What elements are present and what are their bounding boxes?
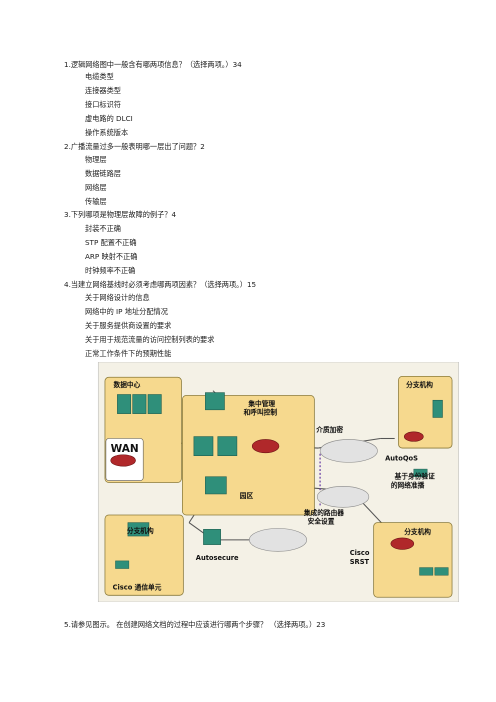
branch-top-zone: [398, 375, 453, 449]
router-icon: [251, 439, 280, 454]
network-diagram: 数据中心 集中管理和呼叫控制 分支机构 WAN 介质加密 AutoQoS 园区 …: [97, 362, 460, 602]
question-5: 5.请参见图示。 在创建网络文档的过程中应该进行哪两个步骤？ （选择两项。）23: [64, 620, 326, 629]
label-branch-left: 分支机构: [127, 526, 154, 535]
switch-icon: [205, 476, 227, 495]
label-campus: 园区: [240, 491, 254, 500]
question-3: 3.下列哪项是物理层故障的例子？4: [64, 210, 177, 219]
q3-option-2: STP 配置不正确: [85, 238, 137, 247]
label-datacenter: 数据中心: [114, 380, 141, 389]
q1-option-4: 虚电路的 DLCI: [85, 114, 133, 123]
q2-option-1: 物理层: [85, 155, 107, 164]
switch-icon: [217, 436, 238, 456]
q2-option-4: 传输层: [85, 197, 107, 206]
label-autosecure: Autosecure: [196, 554, 239, 562]
label-wan: WAN: [111, 443, 139, 455]
router-icon: [403, 431, 424, 442]
q4-option-3: 关于服务提供商设置的要求: [85, 321, 172, 330]
server-icon: [117, 394, 132, 414]
q1-option-5: 操作系统版本: [85, 128, 129, 137]
q4-option-1: 关于网络设计的信息: [85, 293, 150, 302]
q2-option-3: 网络层: [85, 183, 107, 192]
cloud-autosecure: [249, 528, 307, 552]
q4-option-4: 关于用于规范流量的访问控制列表的要求: [85, 335, 215, 344]
servers: [117, 394, 443, 418]
label-branch-top: 分支机构: [406, 380, 433, 389]
diagram-labels: 数据中心 集中管理和呼叫控制 分支机构 WAN 介质加密 AutoQoS 园区 …: [111, 380, 435, 592]
server-icon: [432, 399, 443, 418]
server-icon: [147, 394, 162, 414]
q1-option-1: 电缆类型: [85, 72, 114, 81]
phone-icon: [419, 567, 434, 576]
switches: [127, 392, 238, 545]
label-central: 集中管理和呼叫控制: [244, 399, 278, 417]
switch-icon: [205, 392, 225, 411]
q3-option-1: 封装不正确: [85, 224, 121, 233]
q1-option-3: 接口标识符: [85, 100, 121, 109]
label-identity: 基于身份验证的网络准播: [391, 472, 435, 490]
phone-icon: [115, 560, 130, 569]
label-media-encrypt: 介质加密: [315, 425, 343, 434]
question-2: 2.广播流量过多一般表明哪一层出了问题？2: [64, 142, 205, 151]
router-icon: [110, 454, 136, 467]
ip-phones: [115, 468, 449, 576]
q3-option-4: 时钟频率不正确: [85, 266, 136, 275]
label-cisco-unity: Cisco 通信单元: [113, 583, 162, 592]
branch-left-zone: [104, 514, 184, 596]
q2-option-2: 数据链路层: [85, 169, 121, 178]
cloud-media-encrypt: [319, 439, 378, 463]
q4-option-2: 网络中的 IP 地址分配情况: [85, 307, 168, 316]
clouds: [249, 439, 378, 552]
label-integrated: 集成的路由器安全设置: [303, 508, 344, 526]
phone-icon: [434, 567, 449, 576]
switch-icon: [203, 529, 221, 545]
q4-option-5: 正常工作条件下的预期性能: [85, 349, 172, 358]
routers: [110, 431, 424, 550]
q3-option-3: ARP 映射不正确: [85, 252, 138, 261]
switch-icon: [193, 436, 214, 456]
q1-option-2: 连接器类型: [85, 86, 121, 95]
server-icon: [132, 394, 147, 414]
label-autoqos: AutoQoS: [385, 454, 418, 462]
question-4: 4.当建立网络基线时必须考虑哪两项因素？（选择两项。）15: [64, 280, 257, 289]
router-icon: [390, 537, 415, 550]
question-1: 1.逻辑网络图中一般含有哪两项信息？（选择两项。）34: [64, 60, 242, 69]
label-branch-right: 分支机构: [404, 527, 431, 536]
switch-icon: [127, 522, 150, 537]
phone-icon: [413, 468, 428, 477]
cloud-campus: [316, 486, 370, 508]
